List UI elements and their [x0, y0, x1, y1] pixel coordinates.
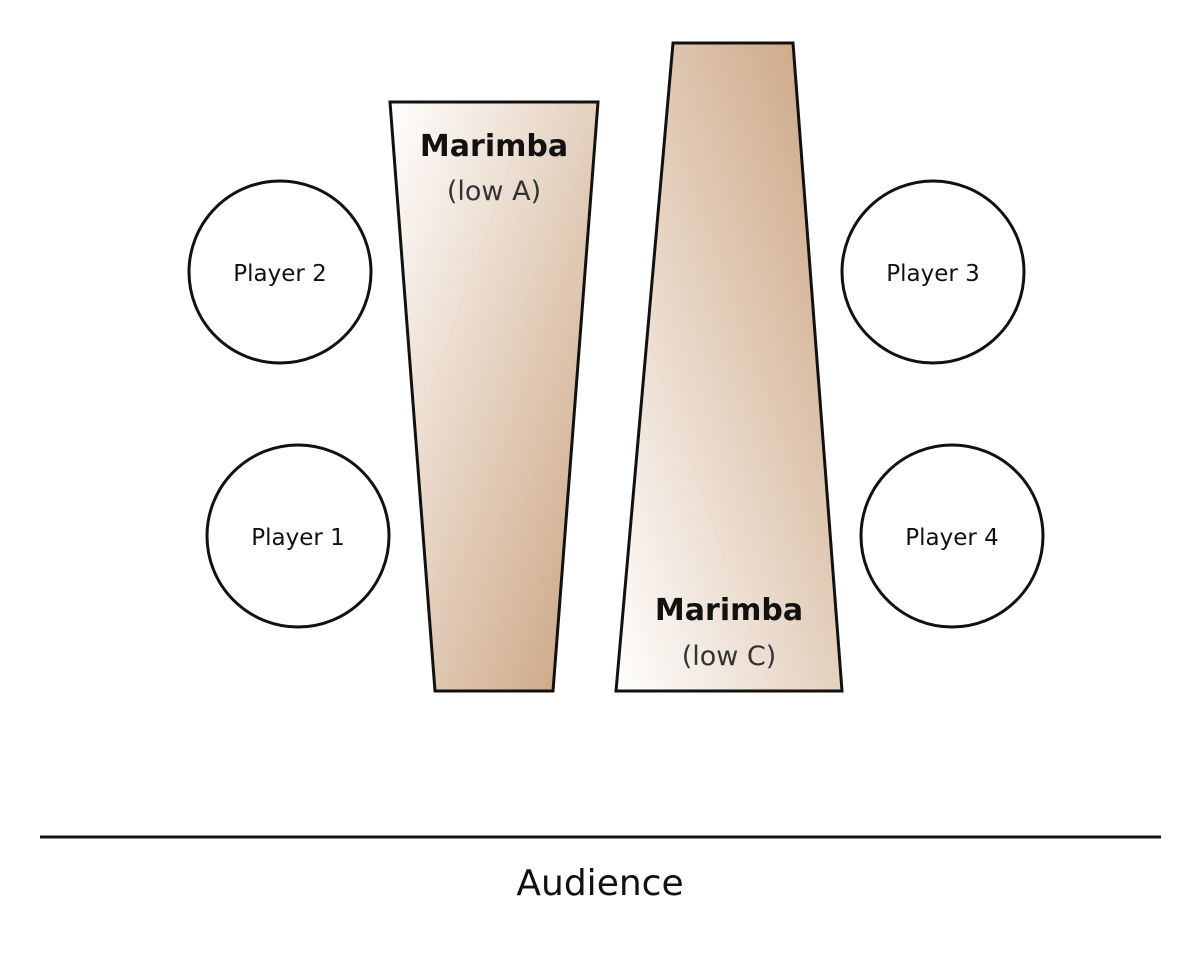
player-3: Player 3: [840, 179, 1026, 365]
marimba-low-a-name: Marimba: [420, 129, 568, 164]
marimba-low-a-range: (low A): [447, 176, 541, 207]
marimba-low-c-range: (low C): [682, 641, 777, 672]
player-4-label: Player 4: [905, 525, 999, 551]
marimba-low-a-body: [388, 100, 600, 693]
player-3-circle: [840, 179, 1026, 365]
marimba-low-c-name: Marimba: [655, 593, 803, 628]
marimba-low-c: Marimba (low C): [614, 41, 844, 693]
player-1-label: Player 1: [251, 525, 345, 551]
player-4-circle: [859, 443, 1045, 629]
player-2: Player 2: [187, 179, 373, 365]
marimba-low-a: Marimba (low A): [388, 100, 600, 693]
marimba-low-c-body: [614, 41, 844, 693]
player-3-label: Player 3: [886, 261, 980, 287]
audience-label: Audience: [516, 863, 683, 904]
player-2-circle: [187, 179, 373, 365]
player-1-circle: [205, 443, 391, 629]
player-2-label: Player 2: [233, 261, 327, 287]
player-4: Player 4: [859, 443, 1045, 629]
player-1: Player 1: [205, 443, 391, 629]
